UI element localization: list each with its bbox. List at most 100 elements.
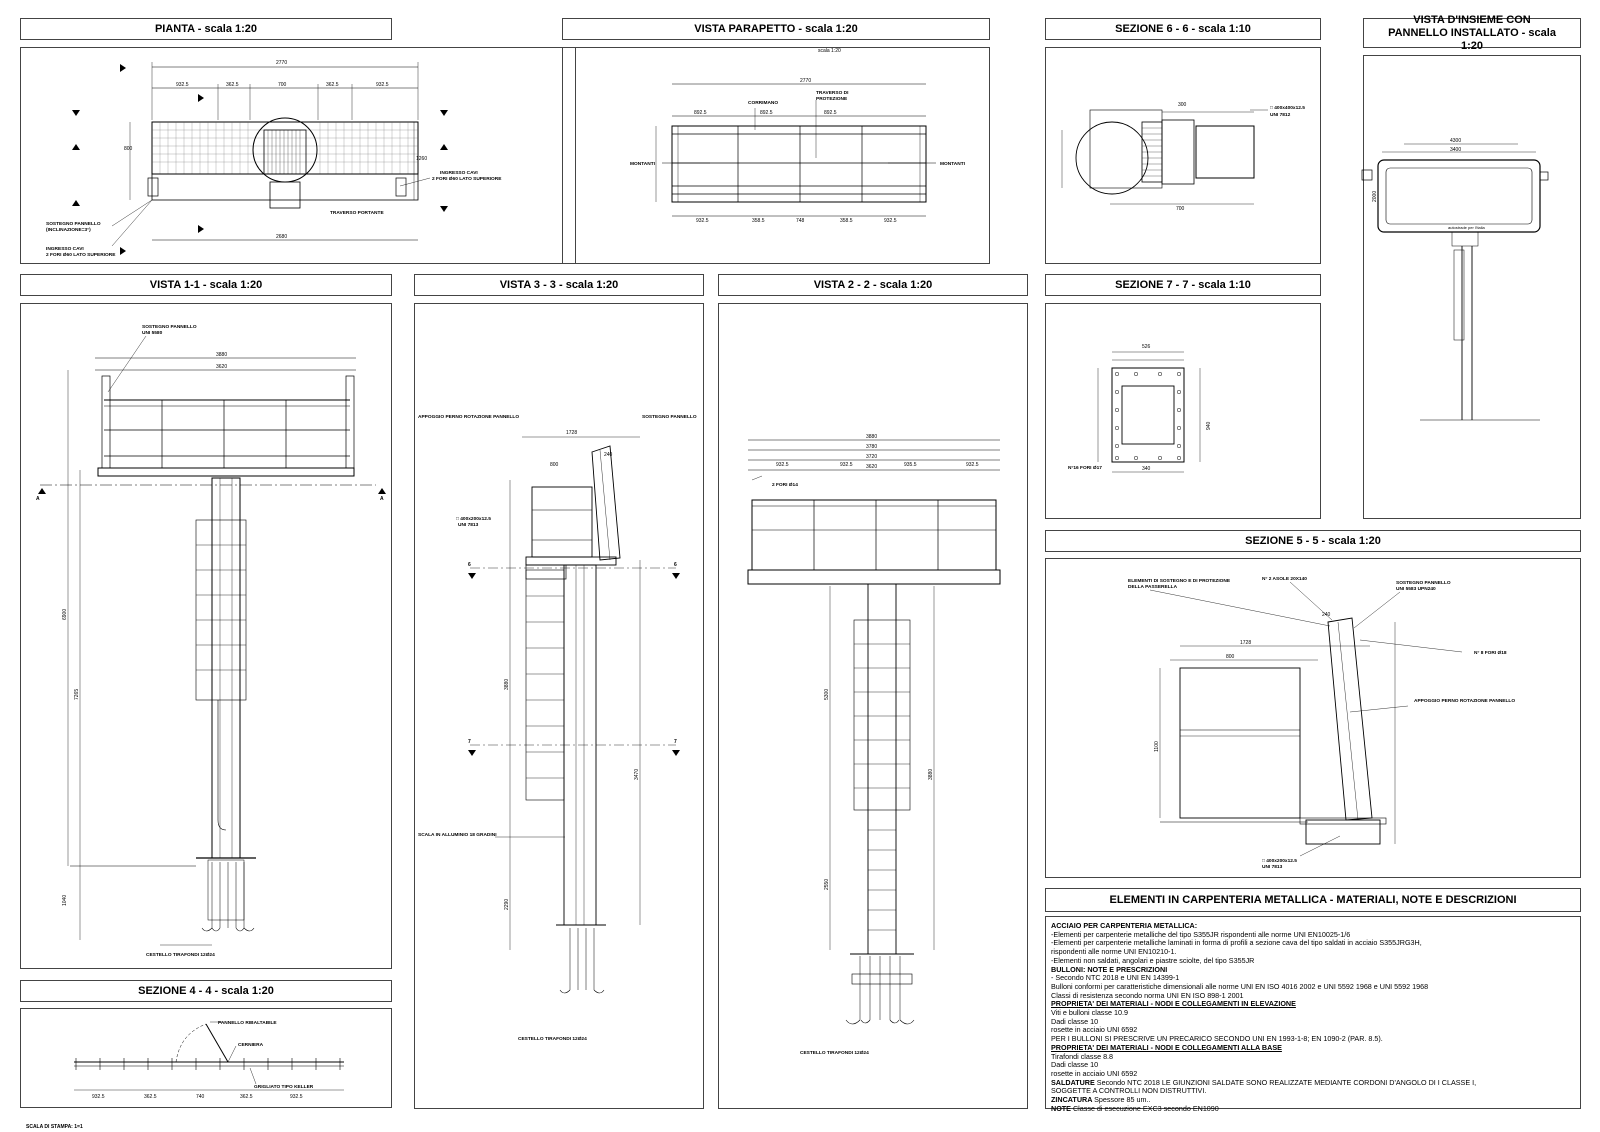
drawing-pianta: [72, 62, 448, 255]
dim-sez66-700: 700: [1176, 206, 1185, 212]
note-line: rosette in acciaio UNI 6592: [1051, 1025, 1138, 1035]
dim-sez77-940: 940: [1206, 421, 1212, 430]
dim-vista11-3620: 3620: [216, 364, 227, 370]
note-line: BULLONI: NOTE E PRESCRIZIONI: [1051, 964, 1168, 974]
note-line: rosette in acciaio UNI 6592: [1051, 1068, 1138, 1078]
title-sezione-7-7: SEZIONE 7 - 7 - scala 1:10: [1045, 274, 1321, 296]
label-inclinazione: (INCLINAZIONE=3°): [46, 227, 91, 233]
dim-vista33-800: 800: [550, 462, 559, 468]
note-line: Dadi classe 10: [1051, 1016, 1099, 1026]
notes-list: ACCIAIO PER CARPENTERIA METALLICA: -Eleme…: [1051, 921, 1521, 1113]
label-sostegno-3-3: SOSTEGNO PANNELLO: [642, 414, 697, 420]
label-fori-5-5: N° 8 FORI Ø18: [1474, 650, 1507, 656]
label-profilo-3-3: □ 400x200x12.5: [456, 516, 491, 522]
title-vista-2-2: VISTA 2 - 2 - scala 1:20: [718, 274, 1028, 296]
dim-sez55-1100: 1100: [1154, 741, 1160, 752]
label-sostegno-5-5: SOSTEGNO PANNELLO: [1396, 580, 1451, 586]
note-line: Dadi classe 10: [1051, 1060, 1099, 1070]
label-grigliato: GRIGLIATO TIPO KELLER: [254, 1084, 314, 1090]
note-line: SALDATURE Secondo NTC 2018 LE GIUNZIONI …: [1051, 1077, 1477, 1087]
title-sezione-4-4: SEZIONE 4 - 4 - scala 1:20: [20, 980, 392, 1002]
label-passerella: DELLA PASSERELLA: [1128, 584, 1178, 590]
note-line: Tirafondi classe 8.8: [1051, 1051, 1114, 1061]
dim-vista11-1040: 1040: [62, 895, 68, 906]
label-montanti-right: MONTANTI: [940, 161, 966, 167]
drawing-sezione-5-5: [1149, 581, 1463, 857]
dim-vista11-3880: 3880: [216, 352, 227, 358]
label-appoggio-3-3: APPOGGIO PERNO ROTAZIONE PANNELLO: [418, 414, 519, 420]
label-fori-7-7: N°16 FORI Ø17: [1068, 465, 1102, 471]
frame-sezione-4-4: [20, 1008, 392, 1108]
drawing-vista-parapetto: [655, 83, 936, 217]
label-montanti-left: MONTANTI: [630, 161, 656, 167]
marker-a-right: A: [380, 496, 384, 502]
dim-vista22-b: 932.5: [840, 462, 853, 468]
footer-scala-stampa: SCALA DI STAMPA: 1=1: [26, 1124, 83, 1130]
dim-sez66-300: 300: [1178, 102, 1187, 108]
dim-sez77-526: 526: [1142, 344, 1151, 350]
label-asole: N° 2 ASOLE 20X140: [1262, 576, 1307, 582]
note-line: ACCIAIO PER CARPENTERIA METALLICA:: [1051, 921, 1198, 930]
drawing-sezione-7-7: [1097, 351, 1201, 473]
dim-sez44-3: 740: [196, 1094, 205, 1100]
dim-vista33-2290: 2290: [504, 899, 510, 910]
drawing-sezione-6-6: [1061, 109, 1268, 205]
dim-sez44-5: 932.5: [290, 1094, 303, 1100]
label-fori-lato: 2 FORI Ø60 LATO SUPERIORE: [46, 252, 116, 258]
marker-6-left: 6: [468, 562, 471, 568]
frame-pianta: [20, 47, 576, 264]
title-vista-3-3: VISTA 3 - 3 - scala 1:20: [414, 274, 704, 296]
label-fori-lato-right: 2 FORI Ø60 LATO SUPERIORE: [432, 176, 502, 182]
title-notes: ELEMENTI IN CARPENTERIA METALLICA - MATE…: [1045, 888, 1581, 912]
dim-pianta-4: 362.5: [326, 82, 339, 88]
dim-pianta-bottom: 2680: [276, 234, 287, 240]
drawing-sezione-4-4: [74, 1021, 344, 1091]
marker-6-right: 6: [674, 562, 677, 568]
dim-vista22-3780: 3780: [866, 444, 877, 450]
dim-vista22-c: 935.5: [904, 462, 917, 468]
note-line: -Elementi per carpenterie metalliche lam…: [1051, 938, 1422, 948]
label-profilo-6-6: □ 400x400x12.5: [1270, 105, 1305, 111]
label-insieme-brand: autostrade per l'italia: [1448, 225, 1486, 230]
frame-vista-insieme: [1363, 55, 1581, 519]
dim-vista33-3880: 3880: [504, 679, 510, 690]
dim-insieme-4300: 4300: [1450, 138, 1461, 144]
dim-sez44-2: 362.5: [144, 1094, 157, 1100]
label-traverso-di: TRAVERSO DI: [816, 90, 849, 96]
marker-a-left: A: [36, 496, 40, 502]
dim-vista22-a: 932.5: [776, 462, 789, 468]
dim-vista22-3880: 3880: [866, 434, 877, 440]
dim-sez55-1728: 1728: [1240, 640, 1251, 646]
dim-sez77-340: 340: [1142, 466, 1151, 472]
dim-parapetto-b1: 932.5: [696, 218, 709, 224]
frame-notes: [1045, 916, 1581, 1109]
dim-vista33-240: 240: [604, 452, 613, 458]
dim-pianta-right: 1260: [416, 156, 427, 162]
note-line: -Elementi non saldati, angolari e piastr…: [1051, 955, 1255, 965]
note-line: SOGGETTE A CONTROLLI NON DISTRUTTIVI.: [1051, 1086, 1207, 1096]
marker-7-right: 7: [674, 739, 677, 745]
frame-vista-1-1: [20, 303, 392, 969]
dim-vista33-1728: 1728: [566, 430, 577, 436]
note-line: Bulloni conformi per caratteristiche dim…: [1051, 981, 1429, 991]
label-appoggio-5-5: APPOGGIO PERNO ROTAZIONE PANNELLO: [1414, 698, 1515, 704]
dim-sez44-4: 362.5: [240, 1094, 253, 1100]
dim-parapetto-top-3: 892.5: [824, 110, 837, 116]
dim-vista11-7265: 7265: [74, 689, 80, 700]
label-ingresso-cavi: INGRESSO CAVI: [46, 246, 84, 252]
label-cestello-3-3: CESTELLO TIRAFONDI 12Ø24: [518, 1036, 587, 1042]
dim-vista22-3720: 3720: [866, 454, 877, 460]
dim-pianta-height: 800: [124, 146, 133, 152]
dim-parapetto-top-1: 892.5: [694, 110, 707, 116]
dim-pianta-5: 932.5: [376, 82, 389, 88]
dim-vista22-5300: 5300: [824, 689, 830, 700]
marker-7-left: 7: [468, 739, 471, 745]
dim-vista22-2550: 2550: [824, 879, 830, 890]
dim-vista11-6900: 6900: [62, 609, 68, 620]
dim-pianta-1: 932.5: [176, 82, 189, 88]
dim-sez44-1: 932.5: [92, 1094, 105, 1100]
title-sezione-6-6: SEZIONE 6 - 6 - scala 1:10: [1045, 18, 1321, 40]
frame-vista-parapetto: [562, 47, 990, 264]
dim-pianta-total: 2770: [276, 60, 287, 66]
